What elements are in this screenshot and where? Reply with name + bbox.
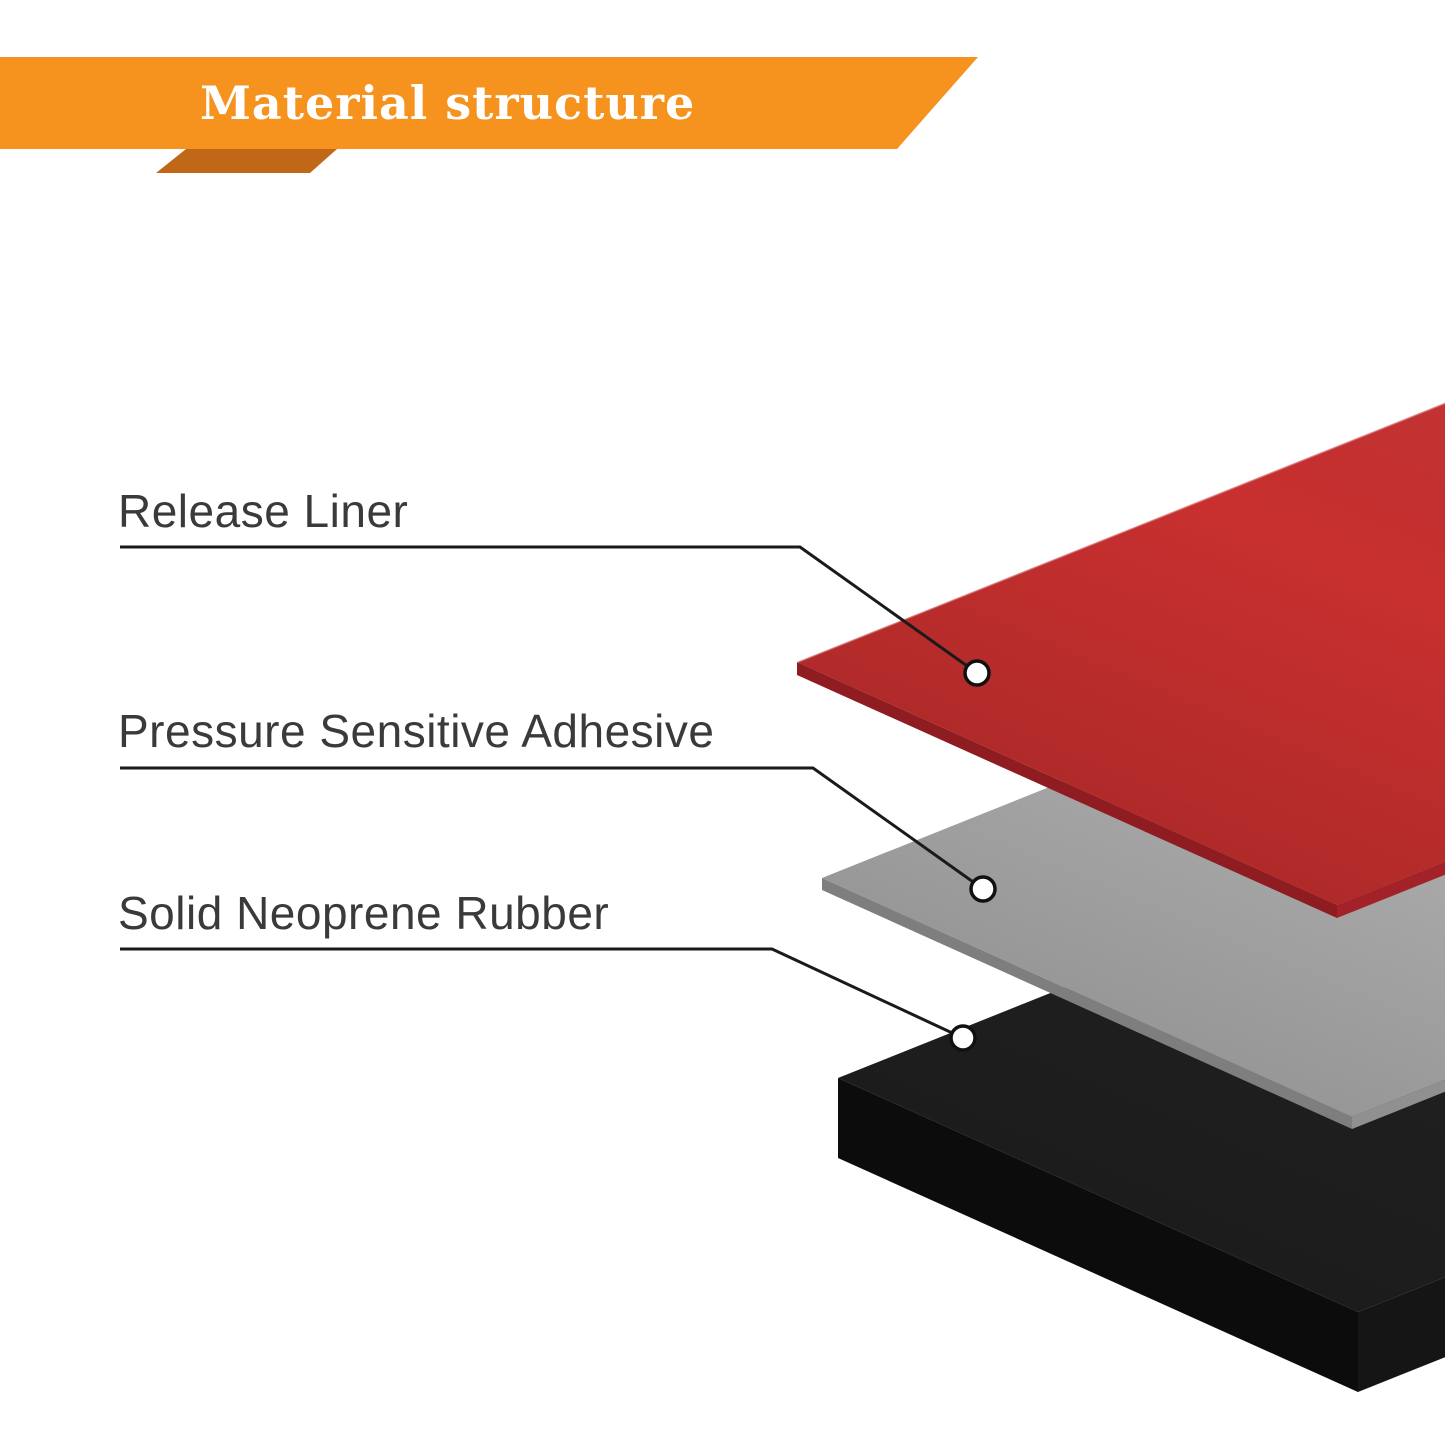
adhesive-layer-right-side bbox=[1352, 1079, 1445, 1129]
release-liner-layer bbox=[796, 401, 1445, 918]
leader-line-rubber bbox=[120, 947, 964, 1040]
title-banner bbox=[0, 57, 978, 149]
callout-dot-rubber bbox=[949, 1024, 977, 1052]
release-liner-left-side bbox=[797, 662, 1337, 918]
rubber-layer-left-side bbox=[838, 1078, 1358, 1392]
rubber-layer-right-side bbox=[1358, 1277, 1445, 1392]
callout-dot-release-liner bbox=[963, 659, 991, 687]
release-liner-sheen bbox=[797, 402, 1445, 905]
release-liner-right-side bbox=[1337, 861, 1445, 918]
callout-dot-adhesive bbox=[969, 875, 997, 903]
label-release-liner: Release Liner bbox=[118, 485, 409, 537]
leader-line-release-liner bbox=[120, 545, 978, 675]
label-solid-neoprene-rubber: Solid Neoprene Rubber bbox=[118, 887, 610, 939]
leader-line-adhesive bbox=[120, 766, 984, 891]
label-pressure-sensitive-adhesive: Pressure Sensitive Adhesive bbox=[118, 705, 715, 757]
release-liner-edge-highlight bbox=[796, 401, 1445, 664]
adhesive-layer-left-side bbox=[822, 878, 1352, 1129]
title-banner-fold bbox=[156, 149, 337, 173]
